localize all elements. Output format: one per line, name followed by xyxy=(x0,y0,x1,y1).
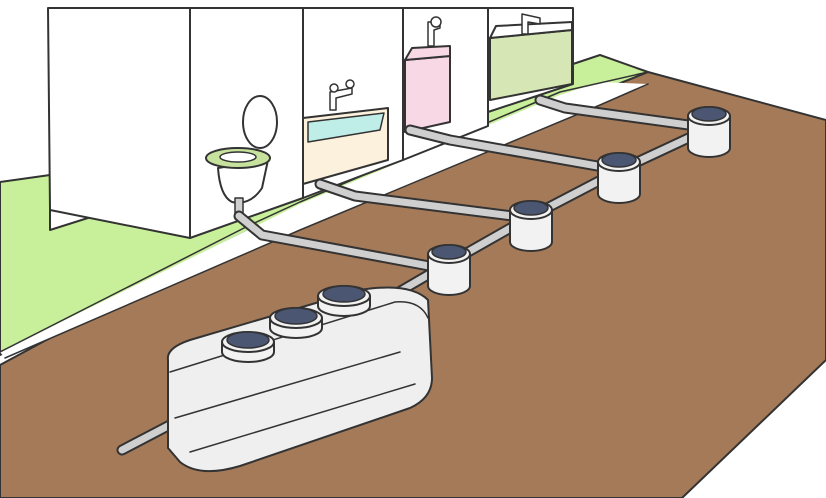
path-edge-lower xyxy=(4,83,649,359)
manhole-lid-icon xyxy=(691,106,727,122)
septic-tank-top-ridge xyxy=(169,301,429,373)
inspection-chamber-3 xyxy=(597,152,641,204)
inspection-chamber-1 xyxy=(427,244,471,296)
tank-manhole-1 xyxy=(221,331,275,363)
manhole-lid-icon xyxy=(513,200,549,216)
inspection-chamber-4 xyxy=(687,106,731,158)
septic-tank-side-line xyxy=(174,351,401,419)
sink-drain-pipe xyxy=(536,96,714,132)
toilet-tank-lid xyxy=(242,95,278,149)
building-side-wall xyxy=(47,7,191,239)
manhole-lid-icon xyxy=(274,307,318,325)
toilet-seat-hole xyxy=(219,151,257,163)
laundry-faucet-knob xyxy=(430,16,442,28)
washing-machine-fixture xyxy=(404,16,451,133)
inspection-chamber-2 xyxy=(509,200,553,252)
toilet-bowl xyxy=(217,159,269,204)
sink-counter xyxy=(489,21,573,39)
septic-tank xyxy=(166,285,433,473)
bathtub-water xyxy=(307,112,385,143)
kitchen-sink-fixture xyxy=(489,13,573,101)
toilet-drain-pipe xyxy=(235,212,444,272)
bath-drain-pipe xyxy=(316,180,532,222)
washing-machine-body xyxy=(404,55,451,133)
septic-tank-base-line xyxy=(189,383,416,453)
manhole-lid-icon xyxy=(601,152,637,168)
tank-manhole-2 xyxy=(269,307,323,339)
bath-faucet-knob-left xyxy=(329,83,339,93)
path-edge-upper xyxy=(0,71,649,353)
washing-machine-top xyxy=(404,45,451,61)
bath-faucet-knob-right xyxy=(345,79,355,89)
manhole-lid-icon xyxy=(431,244,467,260)
manhole-lid-icon xyxy=(322,285,366,303)
bathtub-fixture xyxy=(302,79,389,185)
sink-faucet xyxy=(521,13,541,35)
tank-manhole-3 xyxy=(317,285,371,317)
inspection-chambers xyxy=(427,106,731,296)
laundry-drain-pipe xyxy=(406,126,624,174)
manhole-lid-icon xyxy=(226,331,270,349)
toilet-fixture xyxy=(205,95,278,219)
